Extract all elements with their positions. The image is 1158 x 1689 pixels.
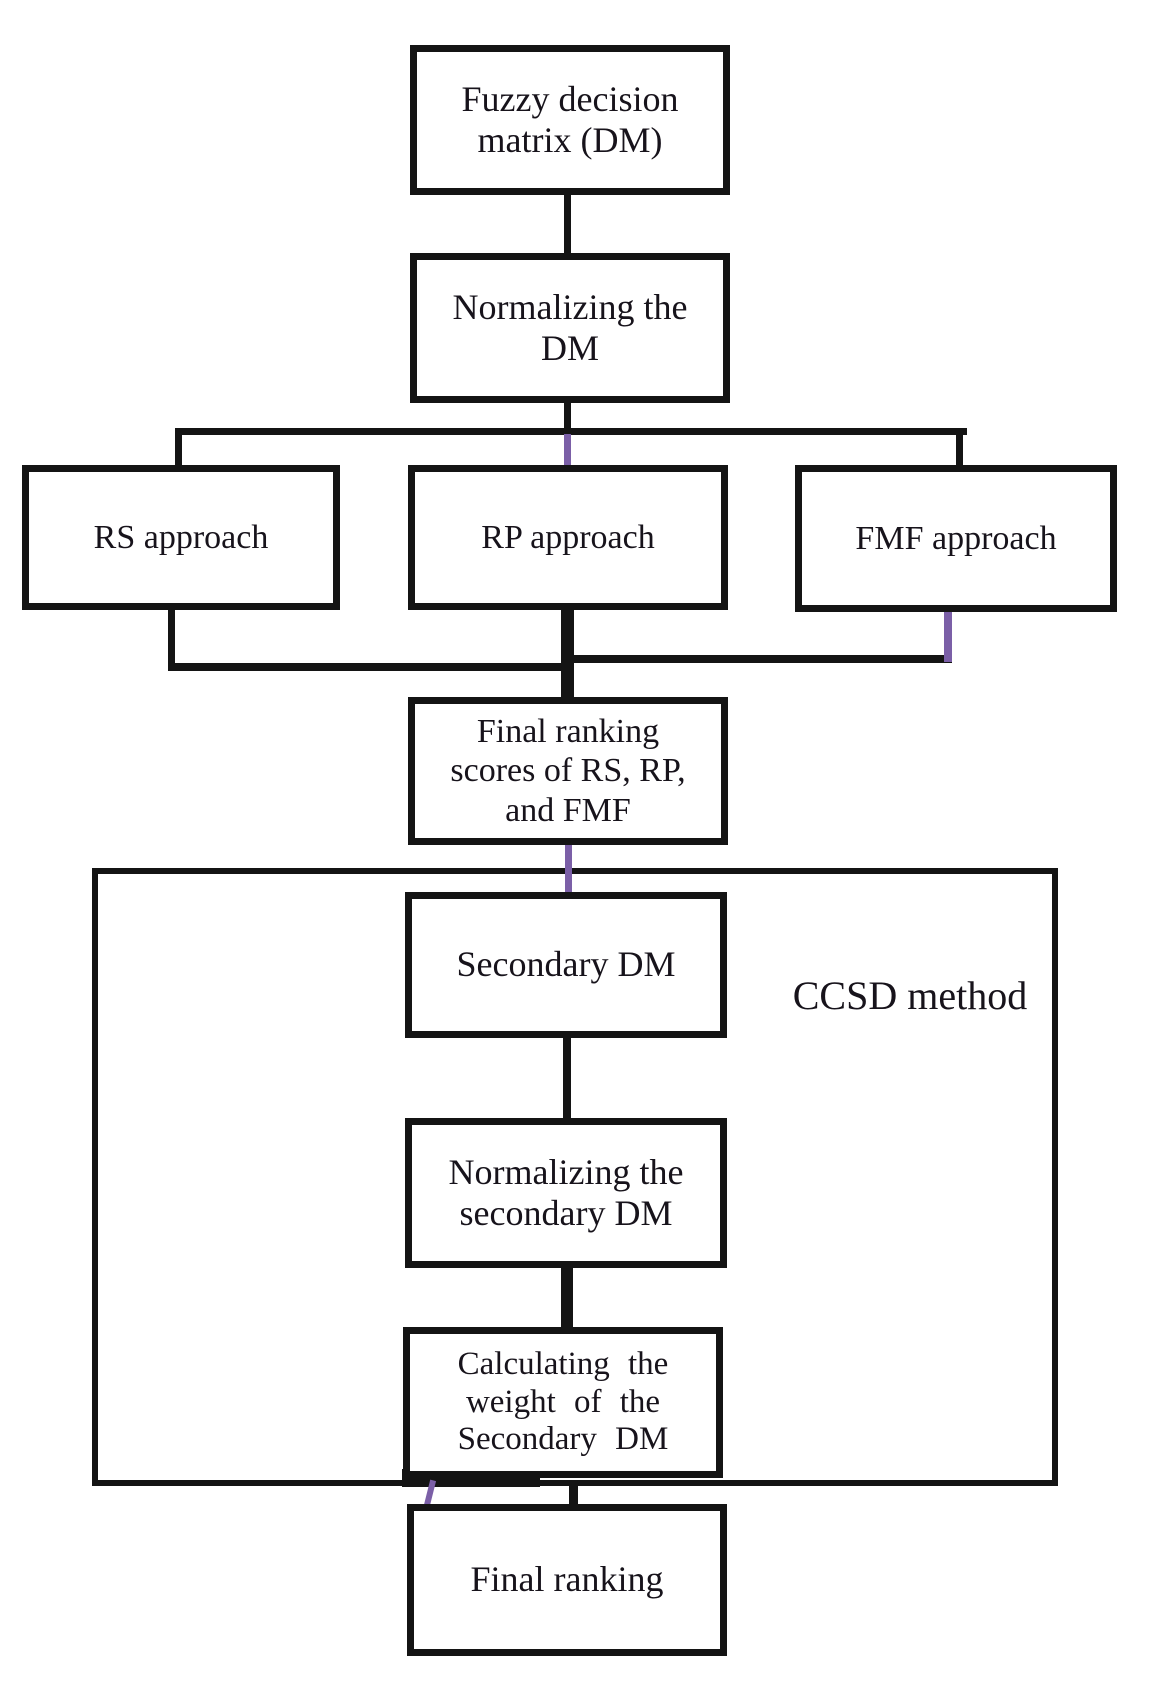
connector-rs-drop: [168, 608, 175, 670]
node-secondary-dm: Secondary DM: [405, 892, 727, 1038]
node-fuzzy-decision-matrix: Fuzzy decision matrix (DM): [410, 45, 730, 195]
node-fmf-approach: FMF approach: [795, 465, 1117, 612]
connector-merge-left: [168, 663, 570, 671]
node-normalizing-secondary-dm: Normalizing the secondary DM: [405, 1118, 727, 1268]
connector-branch-drop-fmf: [956, 428, 963, 468]
node-rp-approach: RP approach: [408, 465, 728, 610]
node-calculating-weight-secondary-dm: Calculating the weight of the Secondary …: [403, 1327, 723, 1478]
connector-branch-drop-rs: [175, 428, 182, 468]
connector-branch-drop-rp-purple: [564, 434, 571, 468]
connector-branch-horizontal: [175, 428, 967, 435]
connector-merge-right: [564, 655, 952, 663]
connector-normalizing-to-branch: [564, 400, 571, 435]
node-final-ranking: Final ranking: [407, 1504, 727, 1656]
node-final-ranking-scores: Final ranking scores of RS, RP, and FMF: [408, 697, 728, 845]
connector-fmf-drop-purple: [944, 604, 952, 662]
connector-fuzzy-to-normalizing: [564, 190, 571, 256]
connector-secondary-to-normalizing-secondary: [563, 1036, 571, 1120]
connector-final-scores-to-secondary-purple: [565, 843, 572, 895]
node-normalizing-dm: Normalizing the DM: [410, 253, 730, 403]
connector-ccsd-to-final-ranking: [569, 1480, 578, 1522]
ccsd-method-label: CCSD method: [792, 973, 1028, 1018]
connector-normalizing-secondary-to-calculating: [561, 1266, 573, 1329]
connector-merge-to-final-scores: [561, 606, 574, 699]
node-rs-approach: RS approach: [22, 465, 340, 610]
